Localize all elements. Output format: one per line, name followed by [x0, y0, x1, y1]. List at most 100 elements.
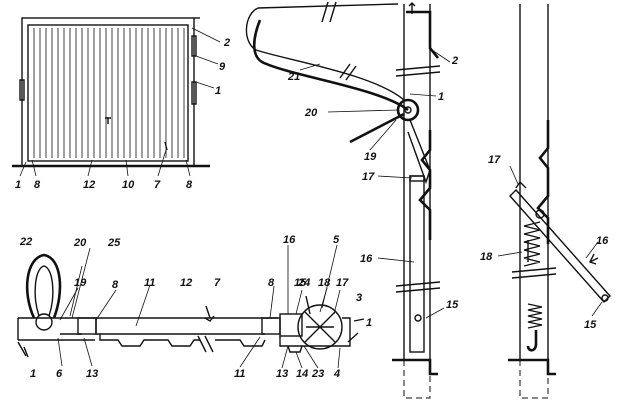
spring-label-16: 16 — [596, 235, 609, 247]
section-label-8-left: 8 — [112, 279, 119, 291]
profile-12-right — [215, 339, 266, 347]
post-foot-bracket — [392, 358, 438, 376]
post-foot-bracket-2 — [508, 358, 556, 376]
hinge-side-view: 2 1 21 20 19 17 16 15 — [245, 1, 459, 399]
section-label-3: 3 — [356, 292, 362, 304]
gate-label-8-left: 8 — [34, 179, 41, 191]
hinge-label-1: 1 — [438, 91, 444, 103]
hinge-label-17: 17 — [362, 171, 375, 183]
roller-inner — [34, 265, 54, 317]
gate-label-2: 2 — [223, 37, 230, 49]
clamp-8-right — [261, 317, 281, 335]
rod-16-diagonal — [509, 188, 611, 304]
section-label-1-left: 1 — [30, 368, 36, 380]
spring-label-15: 15 — [584, 319, 597, 331]
gate-label-10: 10 — [122, 179, 135, 191]
break-lines-2 — [511, 267, 557, 279]
latch-profile-2 — [536, 120, 550, 244]
spring-label-17: 17 — [488, 154, 501, 166]
pivot-upper — [535, 209, 545, 219]
hinge-label-20: 20 — [304, 107, 318, 119]
section-leaders — [57, 244, 341, 369]
hinge-label-2: 2 — [451, 55, 458, 67]
spring-leaders — [497, 165, 603, 317]
arm-21 — [252, 19, 409, 112]
piece-14 — [287, 345, 303, 353]
gate-elevation: 2 9 1 1 8 12 10 7 8 — [12, 17, 230, 191]
spring-label-18: 18 — [480, 251, 493, 263]
section-label-4: 4 — [333, 368, 340, 380]
gate-label-1-left: 1 — [15, 179, 21, 191]
section-label-13-right: 13 — [276, 368, 288, 380]
section-label-18: 18 — [318, 277, 331, 289]
frame-1-right — [279, 317, 351, 347]
spring-detail: 17 16 18 15 — [480, 4, 611, 399]
handle-mark — [105, 117, 111, 124]
section-label-1-right: 1 — [366, 317, 372, 329]
bolt-15 — [414, 314, 422, 322]
left-hinge — [19, 79, 25, 101]
section-label-5: 5 — [333, 234, 340, 246]
section-label-14: 14 — [296, 368, 308, 380]
section-label-11-bottom: 11 — [234, 368, 245, 380]
hinge-label-19: 19 — [364, 151, 377, 163]
gate-label-8-right: 8 — [186, 179, 193, 191]
gate-outer-frame — [21, 17, 195, 167]
post-footing-dashed-2 — [519, 360, 549, 399]
left-arrow-1 — [17, 341, 29, 358]
hinge-label-21: 21 — [287, 71, 300, 83]
section-label-15: 15 — [294, 277, 307, 289]
section-label-13-left: 13 — [86, 368, 98, 380]
top-arrow — [408, 2, 416, 14]
rail-11 — [95, 318, 265, 335]
lever-19 — [349, 112, 405, 144]
section-label-8-right: 8 — [268, 277, 275, 289]
section-label-12: 12 — [180, 277, 192, 289]
wheel-5-lead — [305, 295, 311, 315]
block-24 — [279, 313, 303, 337]
pivot-pin — [404, 106, 412, 114]
hinge-leaders — [299, 49, 451, 319]
gate-label-9: 9 — [219, 61, 226, 73]
link-rod — [407, 119, 431, 185]
section-label-23: 23 — [311, 368, 324, 380]
latch-profile — [418, 130, 432, 240]
break-marks — [197, 335, 214, 353]
gate-inner-frame — [27, 24, 189, 162]
roller-bracket-22 — [25, 253, 62, 319]
wheel-spokes — [304, 311, 336, 343]
part-7-mark — [164, 141, 168, 151]
right-hinge-top — [191, 35, 197, 57]
rod-cap-17 — [409, 175, 425, 182]
right-hinge-bottom — [191, 81, 197, 105]
hinge-label-15: 15 — [446, 299, 459, 311]
spring-lower — [527, 303, 543, 329]
section-label-6: 6 — [56, 368, 63, 380]
gate-label-1-right: 1 — [215, 85, 221, 97]
arm-break-marks — [321, 1, 337, 23]
section-label-22: 22 — [19, 236, 32, 248]
gate-label-12: 12 — [83, 179, 95, 191]
pivot-20 — [35, 313, 53, 331]
spring-18 — [523, 221, 541, 267]
section-label-17: 17 — [336, 277, 349, 289]
arrow-7 — [204, 305, 215, 322]
wheel-18 — [297, 304, 343, 350]
rod-end-17 — [515, 180, 527, 189]
gate-slats — [33, 28, 185, 158]
hook — [526, 330, 538, 352]
gate-leaders — [19, 27, 221, 177]
section-label-19: 19 — [74, 277, 87, 289]
section-label-11-top: 11 — [144, 277, 155, 289]
gate-label-7: 7 — [154, 179, 161, 191]
profile-12 — [99, 334, 200, 347]
arm-break-marks-2 — [339, 63, 357, 81]
section-label-24: 24 — [297, 277, 310, 289]
break-lines-lower — [395, 281, 441, 293]
break-lines-upper — [395, 65, 441, 77]
post-footing-dashed — [403, 360, 431, 399]
section-label-20: 20 — [73, 237, 87, 249]
section-label-7: 7 — [214, 277, 221, 289]
